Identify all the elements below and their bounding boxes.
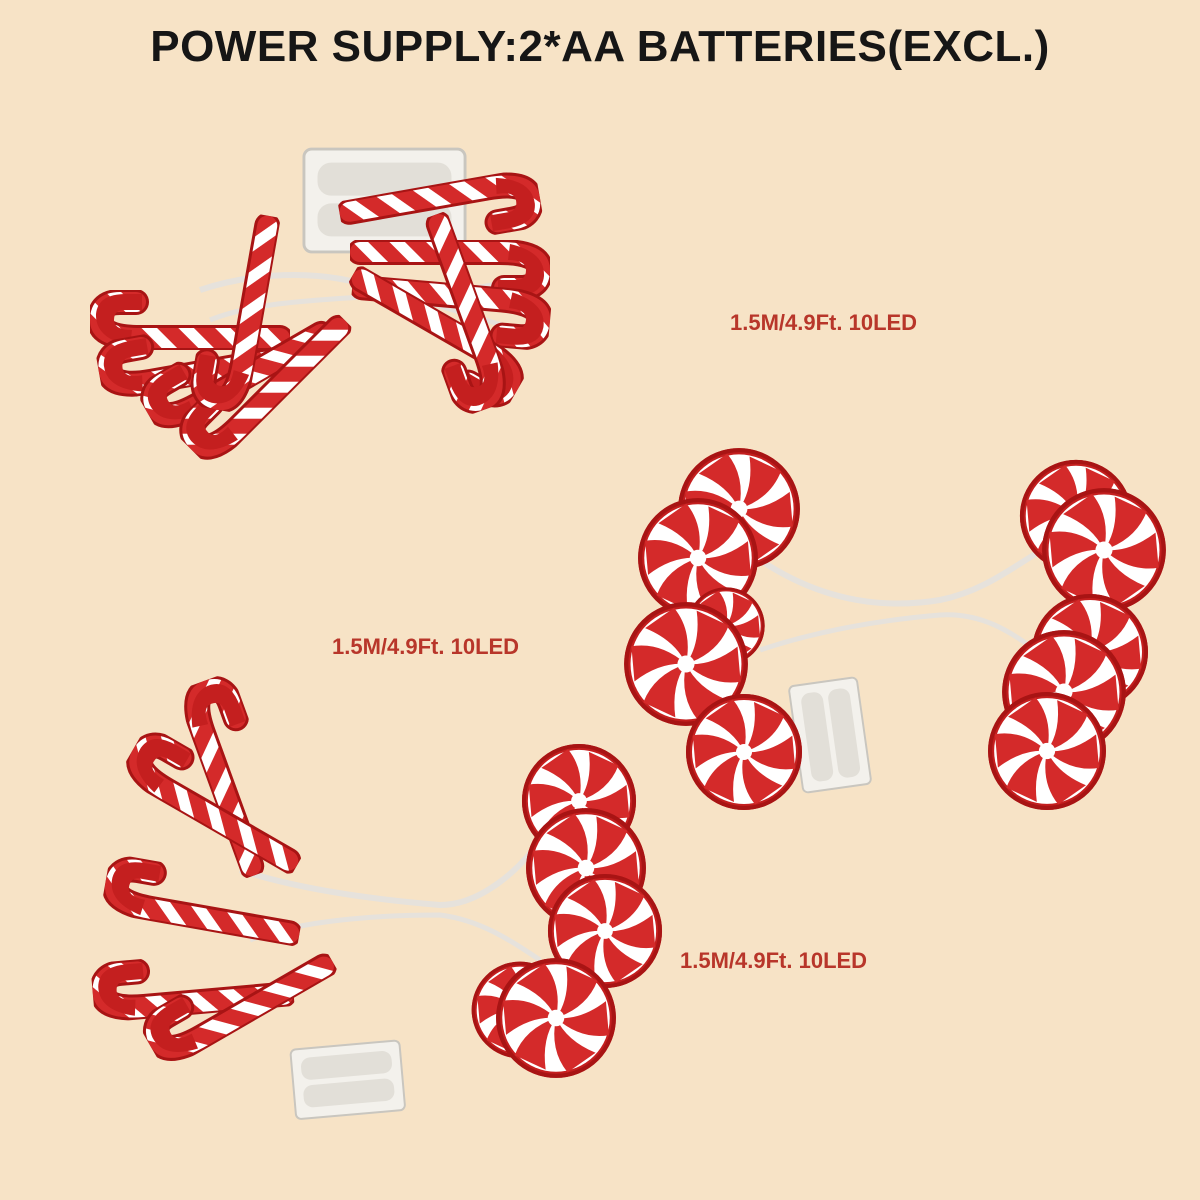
page-title: POWER SUPPLY:2*AA BATTERIES(EXCL.)	[150, 22, 1050, 71]
candy-cane-string-1	[96, 147, 546, 464]
wire	[239, 838, 543, 909]
wire	[759, 612, 1052, 663]
spec-label: 1.5M/4.9Ft. 10LED	[730, 310, 918, 335]
spec-label: 1.5M/4.9Ft. 10LED	[332, 634, 520, 659]
candy-cane-light	[107, 858, 297, 941]
spec-label: 1.5M/4.9Ft. 10LED	[680, 948, 868, 973]
peppermint-string	[618, 446, 1171, 812]
battery-box	[290, 1040, 405, 1119]
mixed-string	[96, 678, 664, 1119]
battery-box	[789, 677, 872, 793]
wire	[758, 537, 1062, 607]
